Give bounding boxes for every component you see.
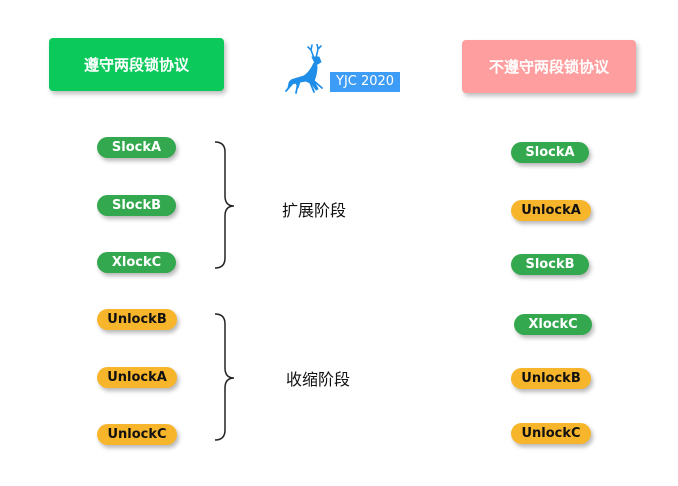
lock-label: SlockB (525, 257, 575, 272)
logo-text: YJC 2020 (330, 72, 401, 92)
lock-label: UnlockB (521, 371, 581, 386)
right-header-label: 不遵守两段锁协议 (488, 58, 609, 76)
logo: YJC 2020 (284, 43, 414, 96)
lock-label: UnlockB (107, 312, 167, 327)
shrinking-phase-brace (214, 313, 235, 441)
shrinking-phase-label: 收缩阶段 (286, 370, 351, 389)
lock-label: SlockB (111, 198, 161, 213)
lock-label: UnlockA (107, 370, 167, 385)
left-lock-2: SlockB (97, 195, 176, 216)
growing-phase-brace (214, 141, 235, 269)
left-lock-1: SlockA (97, 137, 176, 158)
right-lock-1: SlockA (511, 142, 589, 163)
lock-label: SlockA (525, 145, 575, 160)
left-lock-4: UnlockB (97, 309, 177, 330)
right-lock-6: UnlockC (511, 423, 591, 444)
right-lock-2: UnlockA (511, 200, 591, 221)
left-lock-6: UnlockC (97, 424, 177, 445)
lock-label: UnlockC (107, 427, 167, 442)
right-header: 不遵守两段锁协议 (462, 40, 636, 93)
lock-label: UnlockC (521, 426, 581, 441)
growing-phase-label: 扩展阶段 (282, 201, 347, 220)
right-lock-3: SlockB (511, 254, 589, 275)
left-header: 遵守两段锁协议 (49, 38, 224, 91)
left-lock-3: XlockC (97, 252, 176, 273)
lock-label: XlockC (111, 255, 162, 270)
lock-label: XlockC (528, 317, 578, 332)
deer-icon (285, 43, 323, 94)
left-lock-5: UnlockA (97, 367, 177, 388)
left-header-label: 遵守两段锁协议 (83, 56, 189, 74)
lock-label: SlockA (111, 140, 162, 155)
right-lock-5: UnlockB (511, 368, 591, 389)
lock-label: UnlockA (521, 203, 581, 218)
right-lock-4: XlockC (514, 314, 592, 335)
